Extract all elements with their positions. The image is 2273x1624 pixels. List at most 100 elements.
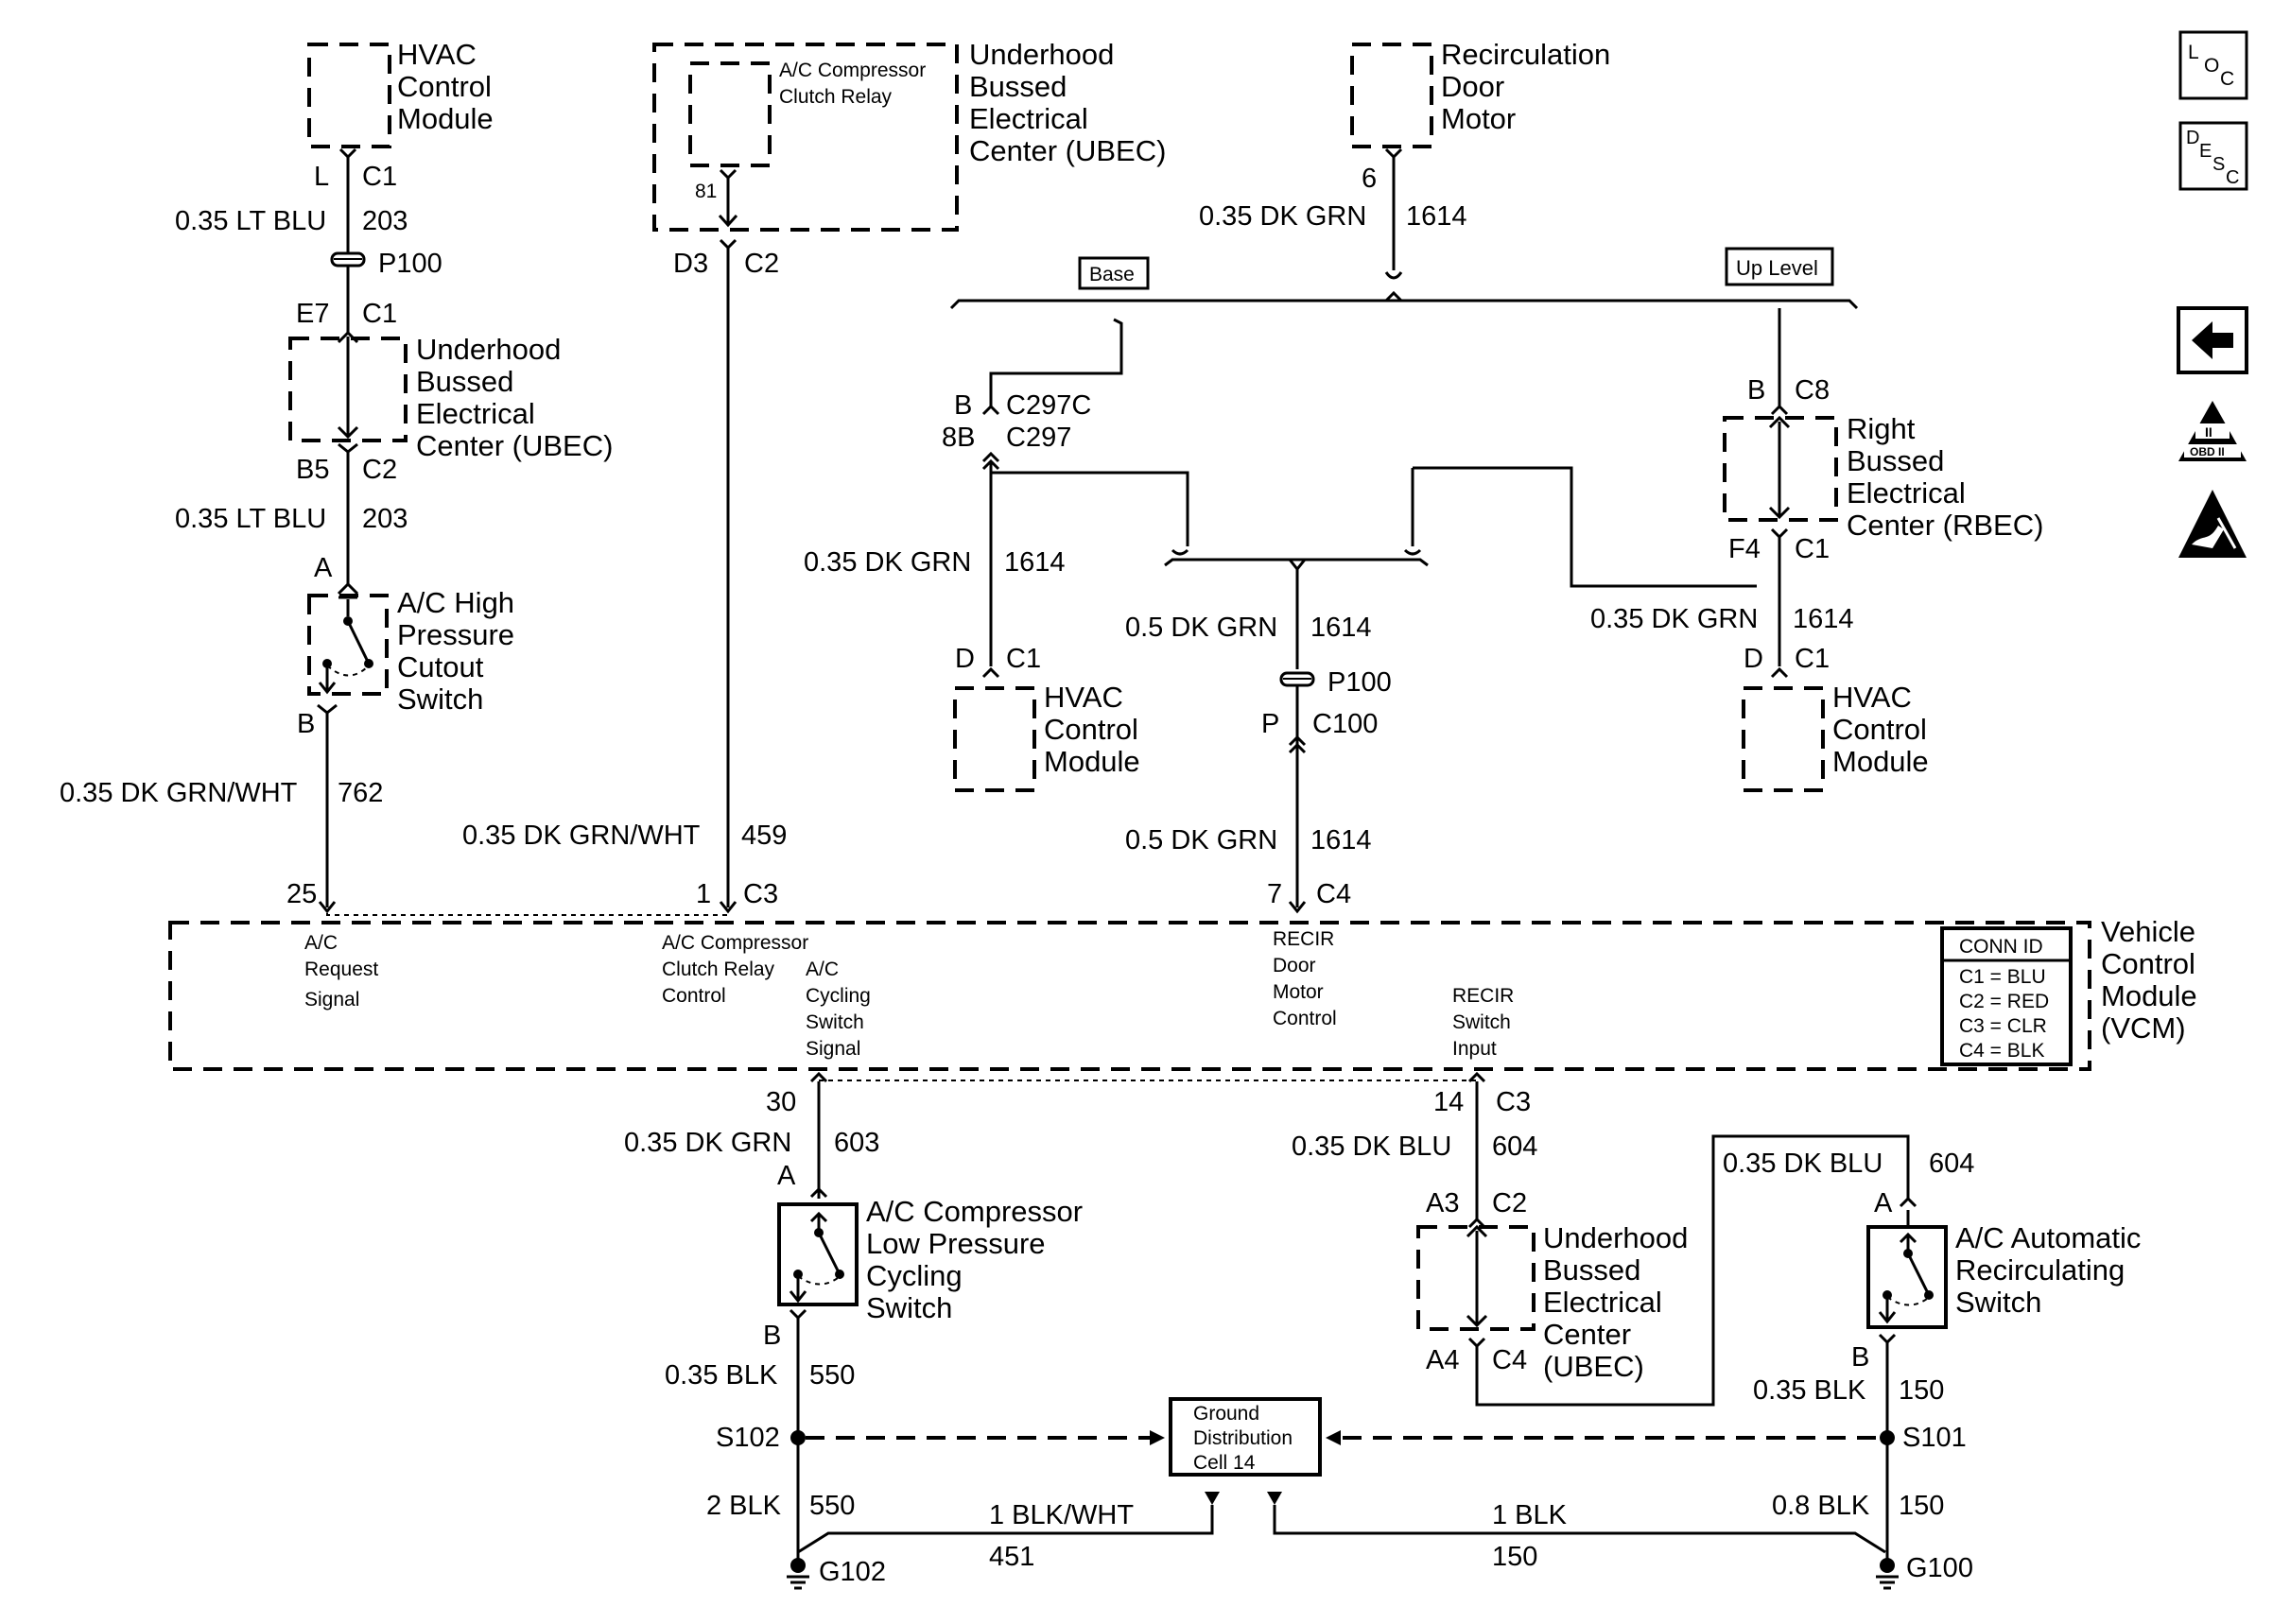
relay-pin-81: 81 bbox=[695, 181, 717, 202]
ubec-left: E7 C1 Underhood Bussed Electrical Center… bbox=[288, 299, 613, 485]
ubec-left-line-2: Bussed bbox=[416, 365, 513, 398]
ubec-bottom-conn-top: C2 bbox=[1492, 1188, 1527, 1218]
ubec-bottom-conn-bot: C4 bbox=[1492, 1345, 1527, 1375]
sig-cycling-3: Switch bbox=[806, 1011, 864, 1033]
option-bar bbox=[949, 299, 1859, 310]
conn-id-title: CONN ID bbox=[1959, 936, 2043, 958]
c297-pin-1: B bbox=[954, 390, 972, 421]
wire-603-circuit: 603 bbox=[834, 1128, 879, 1158]
ground-distribution-cell: Ground Distribution Cell 14 bbox=[1169, 1397, 1322, 1477]
option-bar-junction bbox=[1384, 290, 1403, 302]
wire-150-bot-gauge: 0.8 BLK bbox=[1772, 1491, 1870, 1521]
vcm-conn-c3-bot: C3 bbox=[1496, 1087, 1531, 1117]
splice-hooks bbox=[1171, 548, 1422, 556]
desc-d: D bbox=[2186, 128, 2199, 148]
desc-c: C bbox=[2226, 167, 2239, 188]
loc-c: C bbox=[2220, 68, 2234, 90]
obd-ii-icon: II OBD II bbox=[2178, 401, 2247, 461]
ubec-bottom-pin-bot: A4 bbox=[1426, 1345, 1459, 1375]
rbec-right-bussed-electrical-center: B C8 Right Bussed Electrical Center (RBE… bbox=[1723, 375, 2043, 564]
relay-conn-c2: C2 bbox=[744, 249, 779, 279]
vcm-pin-1: 1 bbox=[696, 879, 711, 909]
vcm-conn-c3-top: C3 bbox=[743, 879, 778, 909]
ubec-relay-line-4: Center (UBEC) bbox=[969, 134, 1166, 167]
c100-pin: P bbox=[1261, 709, 1279, 739]
ubec-bottom-line-3: Electrical bbox=[1543, 1286, 1662, 1319]
wire-1614-mid-left-circuit: 1614 bbox=[1004, 547, 1066, 578]
rbec-pin-top: B bbox=[1747, 375, 1765, 406]
option-up-level-label: Up Level bbox=[1736, 256, 1818, 280]
wire-1614-top-gauge: 0.35 DK GRN bbox=[1199, 201, 1366, 232]
wire-603-gauge: 0.35 DK GRN bbox=[624, 1128, 791, 1158]
sig-recir-motor-2: Door bbox=[1273, 955, 1316, 976]
sig-recir-input-1: RECIR bbox=[1452, 985, 1514, 1007]
gdc-line-2: Distribution bbox=[1193, 1427, 1293, 1449]
wire-150-gdc-circuit: 150 bbox=[1492, 1542, 1537, 1572]
rbec-pin-bot: F4 bbox=[1728, 534, 1761, 564]
wire-1614-mid-left-gauge: 0.35 DK GRN bbox=[804, 547, 971, 578]
wire-1614-top-circuit: 1614 bbox=[1406, 201, 1467, 232]
sig-relay-2: Clutch Relay bbox=[662, 959, 775, 980]
ubec-bottom: A3 C2 Underhood Bussed Electrical Center… bbox=[1416, 1188, 1688, 1383]
wire-604-right-gauge: 0.35 DK BLU bbox=[1723, 1149, 1883, 1179]
sig-relay-3: Control bbox=[662, 985, 726, 1007]
obd-label: OBD II bbox=[2190, 445, 2225, 458]
hvac-mid-right-conn: C1 bbox=[1795, 644, 1830, 674]
hvac-mid-left-pin: D bbox=[955, 644, 975, 674]
hvac-top-pin: L bbox=[314, 162, 329, 192]
lp-switch-line-4: Switch bbox=[866, 1291, 952, 1324]
hvac-mid-right-line-1: HVAC bbox=[1832, 681, 1912, 714]
recirc-motor-line-1: Recirculation bbox=[1441, 38, 1610, 71]
sig-recir-motor-3: Motor bbox=[1273, 981, 1324, 1003]
rbec-line-4: Center (RBEC) bbox=[1847, 509, 2043, 542]
hvac-top-conn: C1 bbox=[362, 162, 397, 192]
recirc-motor-pin: 6 bbox=[1362, 164, 1377, 194]
wire-604-right-circuit: 604 bbox=[1929, 1149, 1974, 1179]
option-base-box bbox=[1078, 256, 1150, 290]
esd-warning-icon bbox=[2178, 490, 2247, 558]
recirc-motor-line-3: Motor bbox=[1441, 102, 1516, 135]
ubec-relay-line-2: Bussed bbox=[969, 70, 1067, 103]
ubec-relay-center: A/C Compressor Clutch Relay Underhood Bu… bbox=[652, 38, 1166, 279]
desc-e: E bbox=[2199, 141, 2212, 162]
gdc-line-1: Ground bbox=[1193, 1403, 1259, 1425]
sig-recir-input-3: Input bbox=[1452, 1038, 1497, 1060]
recirc-motor-line-2: Door bbox=[1441, 70, 1504, 103]
lp-switch-pin-bot: B bbox=[763, 1321, 781, 1351]
hvac-mid-right-line-2: Control bbox=[1832, 713, 1927, 746]
hvac-mid-left-line-3: Module bbox=[1044, 745, 1140, 778]
hvac-control-module-mid-left: D C1 HVAC Control Module bbox=[953, 644, 1140, 792]
conn-id-c1: C1 = BLU bbox=[1959, 966, 2046, 988]
vcm-pin-7: 7 bbox=[1267, 879, 1282, 909]
hp-switch-line-2: Pressure bbox=[397, 618, 514, 651]
g102-label: G102 bbox=[819, 1557, 886, 1587]
wire-1614-center-gauge: 0.5 DK GRN bbox=[1125, 613, 1277, 643]
c297-conn-1: C297C bbox=[1006, 390, 1091, 421]
gdc-right-arrow bbox=[1326, 1430, 1341, 1445]
wire-203-top-circuit: 203 bbox=[362, 206, 408, 236]
relay-label-1: A/C Compressor bbox=[779, 60, 926, 81]
hvac-top-line-3: Module bbox=[397, 102, 494, 135]
hvac-mid-right-line-3: Module bbox=[1832, 745, 1929, 778]
hp-switch-line-4: Switch bbox=[397, 682, 483, 716]
hp-switch-line-1: A/C High bbox=[397, 586, 514, 619]
ac-compressor-low-pressure-cycling-switch: A A/C Compressor Low Pressure Cycling Sw… bbox=[763, 1161, 1083, 1351]
splice-s101 bbox=[1880, 1430, 1895, 1445]
vcm-line-2: Control bbox=[2101, 947, 2195, 980]
recirc-switch-pin-top: A bbox=[1874, 1188, 1893, 1218]
ubec-bottom-line-4: Center bbox=[1543, 1318, 1631, 1351]
hvac-control-module-top: HVAC Control Module L C1 bbox=[307, 38, 494, 192]
c100-conn: C100 bbox=[1312, 709, 1378, 739]
wire-451-circuit: 451 bbox=[989, 1542, 1034, 1572]
wire-1614-right-gauge: 0.35 DK GRN bbox=[1590, 604, 1758, 634]
wire-550-top-circuit: 550 bbox=[809, 1360, 855, 1391]
description-icon[interactable]: D E S C bbox=[2178, 121, 2248, 191]
wire-550-top-gauge: 0.35 BLK bbox=[665, 1360, 778, 1391]
ubec-left-pin-top: E7 bbox=[296, 299, 329, 329]
wire-604-loop bbox=[1475, 1134, 1910, 1407]
wire-1614-center-circuit: 1614 bbox=[1310, 613, 1372, 643]
wire-762-circuit: 762 bbox=[338, 778, 383, 808]
back-arrow-icon[interactable] bbox=[2177, 306, 2248, 374]
location-icon[interactable]: L O C bbox=[2178, 30, 2248, 100]
wire-c297-to-splice bbox=[991, 471, 1189, 546]
